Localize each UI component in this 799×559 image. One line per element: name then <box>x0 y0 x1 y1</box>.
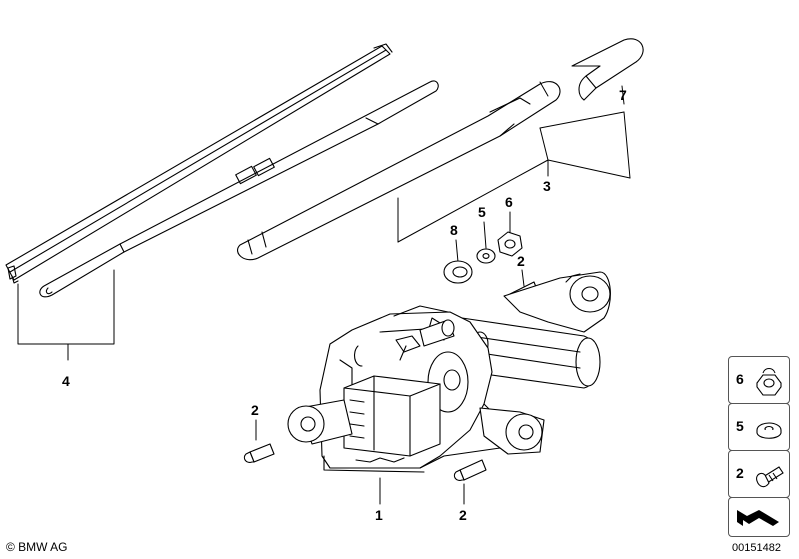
leader-lines <box>17 81 631 505</box>
hex-nut-icon <box>753 363 785 402</box>
callout-1: 1 <box>375 507 383 523</box>
drive-shaft <box>419 319 455 347</box>
wiper-arm-cap <box>571 38 644 101</box>
legend-item-washer[interactable]: 5 <box>728 403 790 451</box>
callout-2-bottom: 2 <box>459 507 467 523</box>
legend-item-bolt[interactable]: 2 <box>728 450 790 498</box>
legend-number: 6 <box>736 371 744 387</box>
callout-3: 3 <box>543 178 551 194</box>
hex-nut-part <box>497 231 523 257</box>
arrow-frame-icon <box>733 502 783 537</box>
bolt-part-bottom <box>453 459 487 481</box>
copyright-text: © BMW AG <box>6 540 68 554</box>
legend-item-nut[interactable]: 6 <box>728 356 790 404</box>
navigation-arrow-button[interactable] <box>728 497 790 537</box>
legend-number: 5 <box>736 418 744 434</box>
callout-2-top: 2 <box>517 253 525 269</box>
bolt-part-left <box>243 443 275 463</box>
legend-number: 2 <box>736 465 744 481</box>
callout-8: 8 <box>450 222 458 238</box>
grommet-part <box>443 260 473 284</box>
callout-5: 5 <box>478 204 486 220</box>
washer-icon <box>753 410 785 449</box>
wiper-arm <box>39 80 439 298</box>
diagram-id: 00151482 <box>732 542 781 554</box>
wiper-arm-cover <box>237 81 561 261</box>
mounting-bracket <box>503 271 611 333</box>
control-module <box>343 375 441 457</box>
wiper-blade <box>5 43 393 284</box>
bolt-icon <box>753 457 785 496</box>
callout-2-left: 2 <box>251 402 259 418</box>
washer-part <box>476 248 496 264</box>
callout-4: 4 <box>62 373 70 389</box>
callout-6: 6 <box>505 194 513 210</box>
callout-7: 7 <box>619 87 627 103</box>
right-mount-bushing <box>479 407 545 455</box>
left-mount-bushing <box>287 399 353 445</box>
